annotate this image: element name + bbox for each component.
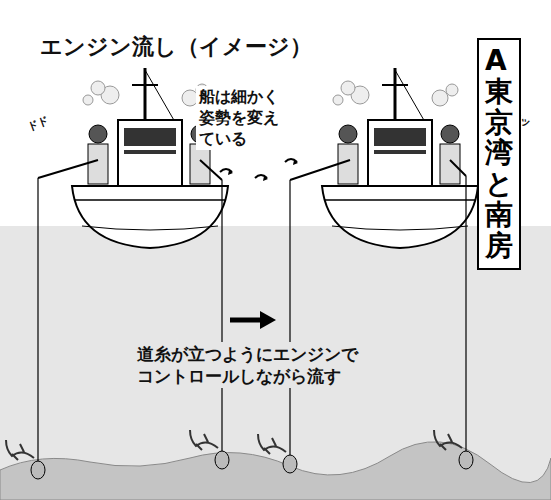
sinker [283, 455, 297, 473]
fishing-line [465, 176, 466, 452]
boat-note: 船は細かく姿勢を変えている [196, 86, 292, 150]
drift-arrowhead [260, 311, 276, 329]
rod [290, 160, 350, 180]
rod [450, 160, 466, 176]
sinker [459, 451, 473, 469]
drift-arrow [230, 318, 262, 323]
rod [200, 160, 222, 180]
boat [322, 68, 478, 248]
region-name: A東京湾と南房 [485, 46, 513, 262]
bait [434, 430, 462, 450]
bait [190, 430, 218, 450]
bait [6, 440, 34, 460]
region-box: A東京湾と南房 [477, 38, 521, 270]
engine-sound: ドド [22, 112, 54, 137]
fishing-line [221, 180, 222, 452]
water [0, 226, 551, 500]
bait [258, 434, 286, 454]
sinker [31, 461, 45, 479]
seabed [0, 442, 551, 500]
title: エンジン流し（イメージ） [40, 32, 312, 62]
rod [38, 160, 98, 178]
fishing-line [289, 180, 290, 456]
sinker [215, 451, 229, 469]
method-note: 道糸が立つようにエンジンでコントロールしながら流す [134, 342, 368, 388]
fishing-line [37, 178, 38, 462]
